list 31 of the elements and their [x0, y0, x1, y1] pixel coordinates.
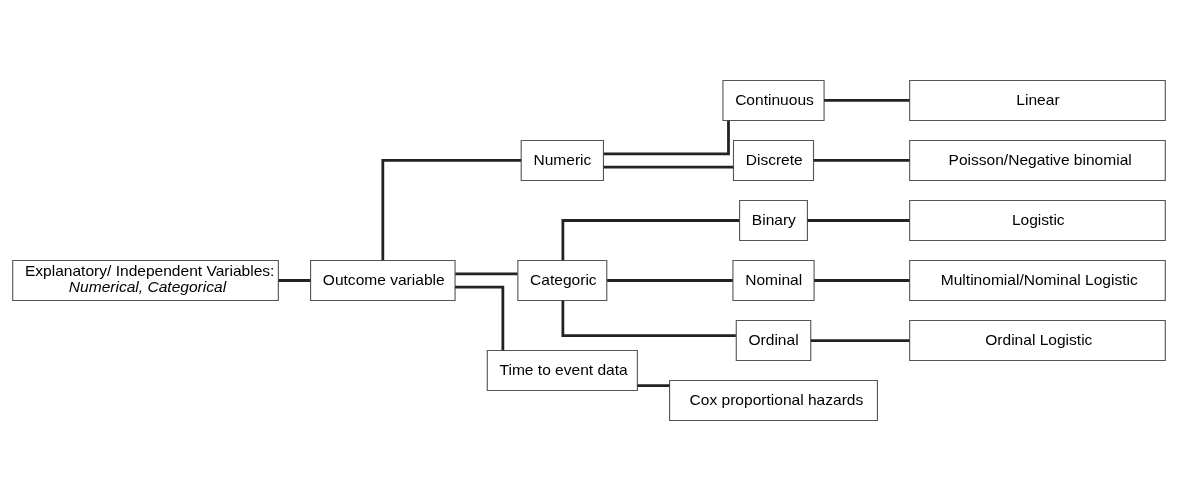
connector: [278, 278, 311, 282]
connector: [637, 383, 670, 387]
connector: [603, 165, 734, 169]
node-box: Nominal: [732, 259, 815, 301]
node-box: Numeric: [520, 139, 604, 181]
connector: [561, 300, 736, 337]
node-box: Logistic: [909, 199, 1166, 241]
node-box: Outcome variable: [310, 259, 456, 301]
node-box: Ordinal: [735, 319, 812, 361]
connector: [607, 278, 733, 282]
connector: [813, 158, 910, 162]
node-box: Time to event data: [486, 349, 638, 391]
node-box: Discrete: [732, 139, 815, 181]
node-box: Linear: [909, 79, 1166, 121]
node-box: Explanatory/ Independent Variables: Numerical, Categorical: [12, 259, 279, 301]
node-box: Cox proportional hazards: [669, 379, 878, 421]
node-box: Poisson/Negative binomial: [909, 139, 1166, 181]
connector: [561, 218, 740, 260]
node-box: Continuous: [722, 79, 825, 121]
node-box: Ordinal Logistic: [909, 319, 1166, 361]
connector: [810, 338, 910, 342]
connector: [603, 120, 730, 155]
node-box: Binary: [739, 199, 808, 241]
connector: [455, 285, 505, 350]
connector: [824, 98, 910, 102]
connector: [455, 271, 518, 275]
node-box: Multinomial/Nominal Logistic: [909, 259, 1166, 301]
connector: [814, 278, 910, 282]
connector: [807, 218, 910, 222]
node-box: Categoric: [517, 259, 608, 301]
connector: [381, 158, 522, 260]
